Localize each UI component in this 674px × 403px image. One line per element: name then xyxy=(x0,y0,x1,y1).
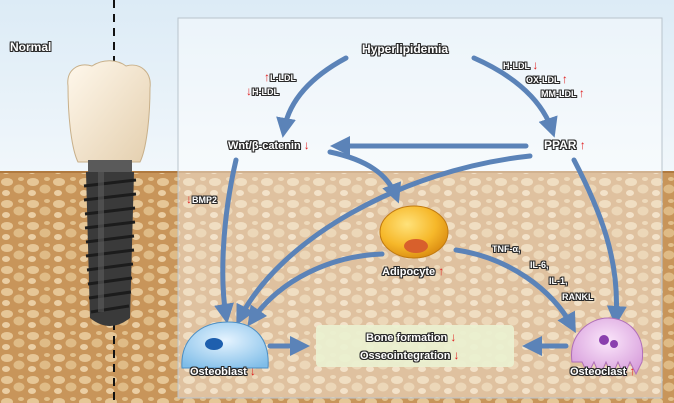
down-arrow-icon: ↓ xyxy=(453,348,460,362)
cytokine-3: IL-1, xyxy=(549,276,568,286)
down-arrow-icon: ↓ xyxy=(186,192,192,206)
bmp2-label: ↓BMP2 xyxy=(186,192,218,206)
down-arrow-icon: ↓ xyxy=(532,58,539,72)
cytokine-2: IL-6, xyxy=(530,260,549,270)
up-arrow-icon: ↑ xyxy=(264,70,270,84)
up-arrow-icon: ↑ xyxy=(629,364,636,378)
osteoblast-label: Osteoblast ↓ xyxy=(190,364,256,378)
lipid-right-1: H-LDL ↓ xyxy=(503,58,539,72)
bone-formation-label: Bone formation ↓ xyxy=(366,330,457,344)
down-arrow-icon: ↓ xyxy=(450,330,457,344)
hyperlipidemia-label: Hyperlipidemia xyxy=(362,42,449,56)
up-arrow-icon: ↑ xyxy=(438,264,445,278)
lipid-left-2: ↓H-LDL xyxy=(246,84,279,98)
down-arrow-icon: ↓ xyxy=(249,364,256,378)
cytokine-1: TNF-α, xyxy=(492,244,521,254)
wnt-label: Wnt/β-catenin ↓ xyxy=(228,138,310,152)
ppar-label: PPAR ↑ xyxy=(544,138,586,152)
down-arrow-icon: ↓ xyxy=(303,138,310,152)
osteoclast-label: Osteoclast ↑ xyxy=(570,364,636,378)
up-arrow-icon: ↑ xyxy=(579,138,586,152)
down-arrow-icon: ↓ xyxy=(246,84,252,98)
lipid-right-2: OX-LDL ↑ xyxy=(526,72,568,86)
adipocyte-label: Adipocyte ↑ xyxy=(382,264,445,278)
lipid-left-1: ↑L-LDL xyxy=(264,70,296,84)
adipocyte-cell xyxy=(379,205,449,259)
lipid-right-3: MM-LDL ↑ xyxy=(541,86,585,100)
up-arrow-icon: ↑ xyxy=(561,72,568,86)
up-arrow-icon: ↑ xyxy=(578,86,585,100)
osseointegration-label: Osseointegration ↓ xyxy=(360,348,460,362)
cytokine-4: RANKL xyxy=(562,292,594,302)
normal-label: Normal xyxy=(10,40,52,54)
osteoblast-cell xyxy=(181,321,269,369)
osteoclast-cell xyxy=(571,317,644,378)
